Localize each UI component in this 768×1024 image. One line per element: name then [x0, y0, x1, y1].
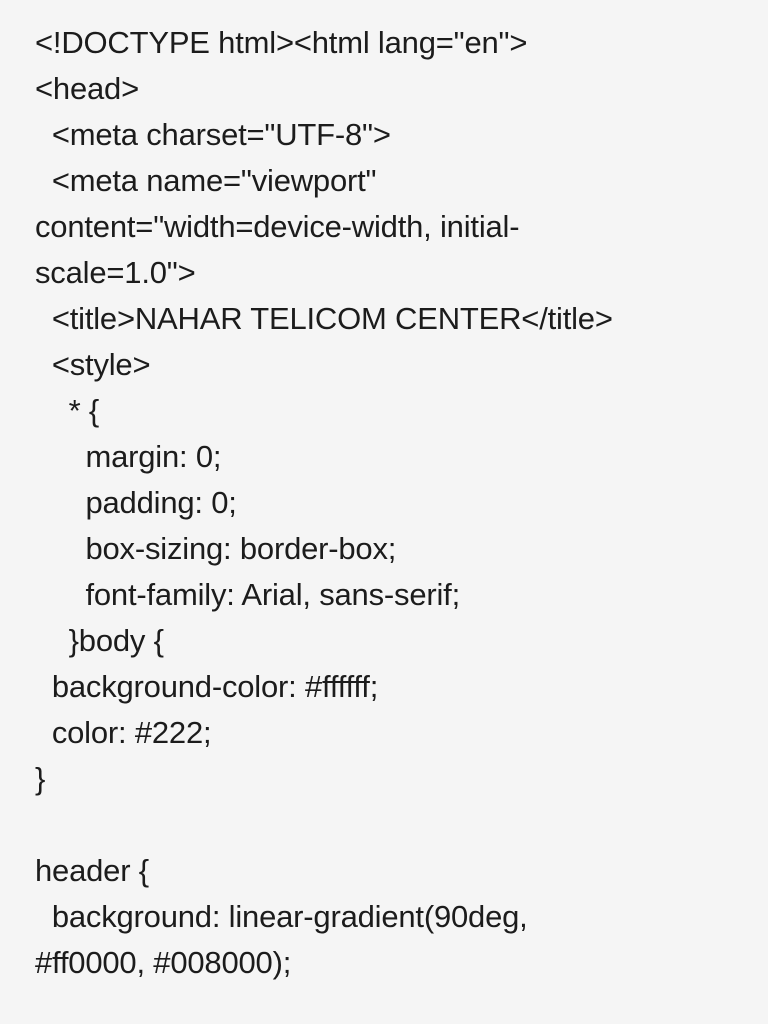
code-line: <!DOCTYPE html><html lang="en"> [35, 25, 528, 60]
code-line: <meta charset="UTF-8"> [35, 117, 391, 152]
code-line: font-family: Arial, sans-serif; [35, 577, 460, 612]
code-line: <style> [35, 347, 151, 382]
code-line: * { [35, 393, 100, 428]
code-line: } [35, 761, 46, 796]
blank-line [35, 802, 735, 848]
code-line: header { [35, 853, 149, 888]
code-line: scale=1.0"> [35, 255, 196, 290]
code-line: #ff0000, #008000); [35, 945, 292, 980]
code-line: background: linear-gradient(90deg, [35, 899, 528, 934]
code-line: color: #222; [35, 715, 212, 750]
code-line: box-sizing: border-box; [35, 531, 397, 566]
code-line: background-color: #ffffff; [35, 669, 379, 704]
code-line: margin: 0; [35, 439, 222, 474]
code-text-view[interactable]: <!DOCTYPE html><html lang="en"> <head> <… [35, 20, 735, 986]
code-line: content="width=device-width, initial- [35, 209, 520, 244]
code-line: <title>NAHAR TELICOM CENTER</title> [35, 301, 613, 336]
code-line: padding: 0; [35, 485, 237, 520]
code-line: <head> [35, 71, 139, 106]
code-line: <meta name="viewport" [35, 163, 377, 198]
code-line: }body { [35, 623, 164, 658]
